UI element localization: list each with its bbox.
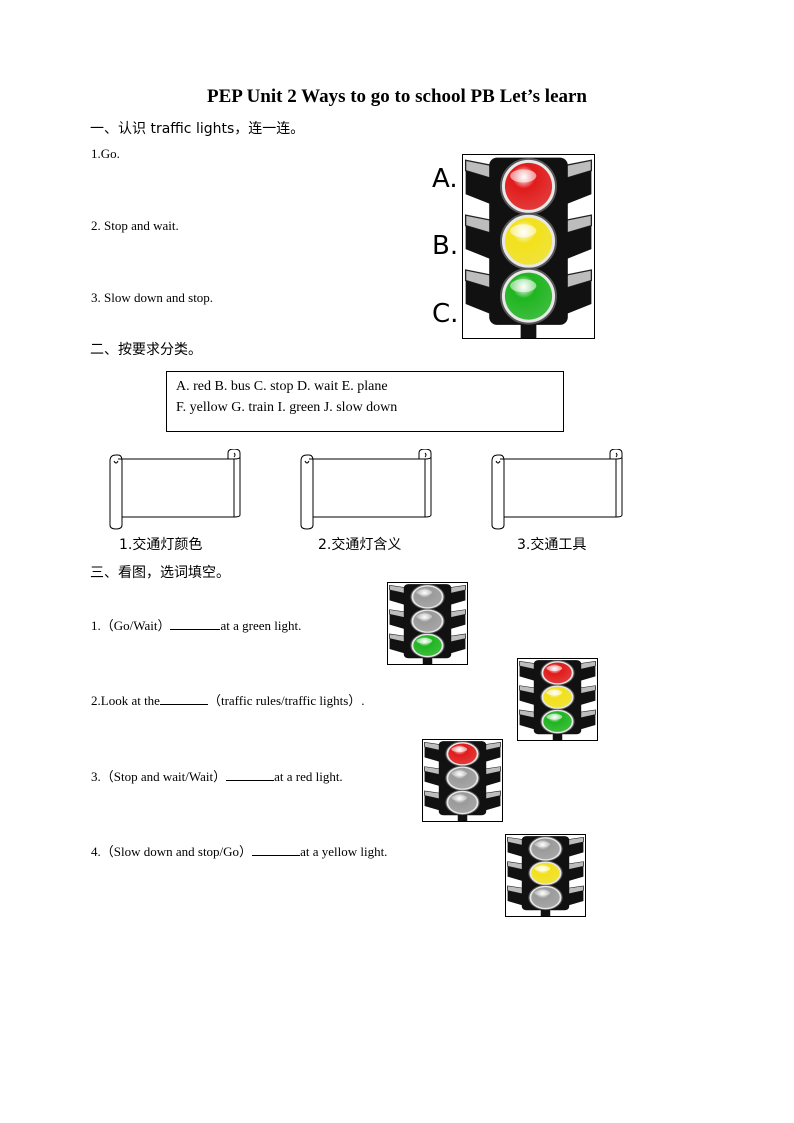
question-2-before: 2.Look at the: [91, 693, 160, 708]
letter-b: B.: [432, 231, 459, 261]
traffic-light-q2: [517, 658, 598, 741]
traffic-light-q4: [505, 834, 586, 917]
category-2: 2.交通灯含义: [318, 537, 402, 553]
letter-c: C.: [432, 299, 459, 329]
green-lamp: [543, 711, 572, 732]
red-lamp: [448, 743, 477, 765]
scroll-shape: [300, 448, 432, 530]
traffic-light-q3: [422, 739, 503, 822]
green-lamp: [531, 887, 560, 908]
section1-item-2: 2. Stop and wait.: [91, 218, 179, 233]
section2-heading: 二、按要求分类。: [90, 342, 202, 358]
word-bank-line-1: A. red B. bus C. stop D. wait E. plane: [176, 379, 388, 394]
word-bank-line-2: F. yellow G. train I. green J. slow down: [176, 400, 398, 415]
question-4: 4.（Slow down and stop/Go） at a yellow lig…: [91, 841, 387, 860]
category-1: 1.交通灯颜色: [119, 537, 203, 553]
scroll-box-2: [299, 448, 433, 536]
section1-heading: 一、认识 traffic lights，连一连。: [90, 121, 305, 137]
question-3-before: 3.（Stop and wait/Wait）: [91, 769, 227, 784]
answer-blank-3[interactable]: [226, 780, 275, 781]
red-lamp: [531, 838, 560, 860]
section3-heading: 三、看图，选词填空。: [90, 565, 230, 581]
question-3-after: at a red light.: [274, 769, 343, 784]
traffic-light-svg: [389, 584, 466, 664]
scroll-shape: [109, 448, 241, 530]
scroll-box-3: [490, 448, 624, 536]
question-4-before: 4.（Slow down and stop/Go）: [91, 844, 253, 859]
yellow-lamp: [448, 767, 477, 789]
answer-blank-2[interactable]: [159, 704, 208, 705]
word-bank-box: [166, 371, 564, 432]
red-lamp: [413, 586, 442, 608]
page-title: PEP Unit 2 Ways to go to school PB Let’s…: [207, 86, 587, 107]
question-1-before: 1.（Go/Wait）: [91, 618, 171, 633]
question-2-after: （traffic rules/traffic lights）.: [207, 693, 365, 708]
section1-item-1: 1.Go.: [91, 146, 120, 161]
question-4-after: at a yellow light.: [300, 844, 388, 859]
scroll-shape: [491, 448, 623, 530]
scroll-box-1: [108, 448, 242, 536]
yellow-lamp: [543, 686, 572, 708]
question-1-after: at a green light.: [220, 618, 302, 633]
red-lamp: [543, 662, 572, 684]
yellow-lamp: [531, 862, 560, 884]
answer-blank-1[interactable]: [170, 629, 221, 630]
question-2: 2.Look at the （traffic rules/traffic ligh…: [91, 690, 365, 709]
traffic-light-svg: [519, 660, 596, 740]
answer-blank-4[interactable]: [252, 855, 301, 856]
question-1: 1.（Go/Wait） at a green light.: [91, 615, 301, 634]
traffic-light-svg: [464, 157, 593, 338]
green-lamp: [413, 635, 442, 656]
red-lamp: [504, 162, 553, 210]
letter-a: A.: [432, 164, 458, 194]
question-3: 3.（Stop and wait/Wait） at a red light.: [91, 766, 343, 785]
yellow-lamp: [413, 610, 442, 632]
traffic-light-q1: [387, 582, 468, 665]
section1-item-3: 3. Slow down and stop.: [91, 290, 214, 305]
traffic-light-large: [462, 154, 595, 339]
yellow-lamp: [504, 217, 553, 265]
traffic-light-svg: [507, 836, 584, 916]
green-lamp: [448, 792, 477, 813]
green-lamp: [504, 272, 553, 320]
category-3: 3.交通工具: [517, 537, 587, 553]
traffic-light-svg: [424, 741, 501, 821]
